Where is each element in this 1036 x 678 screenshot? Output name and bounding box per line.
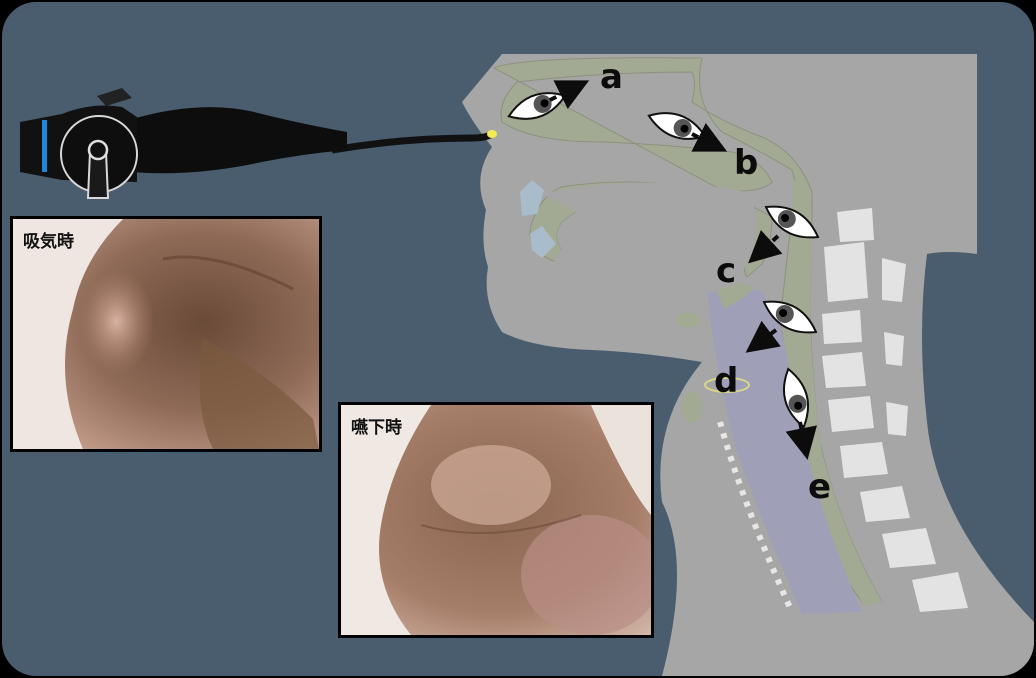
label-a: a <box>600 57 623 97</box>
arrow-a <box>549 80 590 110</box>
epiglottis <box>717 283 754 308</box>
eye-pupil <box>794 401 803 410</box>
arrow-e <box>785 421 817 460</box>
eye-pupil <box>540 99 549 108</box>
endoscopy-photo-swallowing: 嚥下時 <box>338 402 654 638</box>
label-b: b <box>734 143 758 183</box>
vertebra-c2 <box>824 242 868 302</box>
tongue <box>542 182 756 303</box>
endoscope-insertion-tube <box>122 107 347 174</box>
vertebra-c7 <box>860 486 910 522</box>
vertebra-c1 <box>837 208 874 242</box>
endoscope-cable <box>331 130 494 154</box>
trachea <box>707 289 862 614</box>
nasal-turbinate-upper <box>520 180 544 216</box>
cervical-spine <box>822 208 968 612</box>
thyroid-cartilage <box>676 313 700 327</box>
label-e: e <box>808 467 831 507</box>
endoscope <box>20 88 497 199</box>
vertebra-c4 <box>822 352 866 388</box>
cricoid-cartilage <box>682 391 702 423</box>
photo-caption-swallowing: 嚥下時 <box>351 418 402 438</box>
vocal-cord-ring <box>704 377 750 393</box>
label-d: d <box>714 361 738 401</box>
vertebra-t1 <box>882 528 936 568</box>
endoscope-tip-light <box>487 130 497 138</box>
endoscopy-photo-inspiration: 吸気時 <box>10 216 322 452</box>
eye-icon-c <box>764 205 820 239</box>
eye-icon-e <box>782 367 810 429</box>
endoscope-blue-ring <box>42 120 47 172</box>
vertebra-c3 <box>822 310 862 344</box>
arrow-d <box>745 320 781 353</box>
endoscopy-image-swallowing <box>341 405 651 635</box>
eye-pupil <box>680 124 689 133</box>
photo-caption-inspiration: 吸気時 <box>23 232 74 252</box>
arrow-b <box>691 122 728 152</box>
spinous-processes <box>882 258 908 436</box>
endoscope-lever-pivot <box>87 139 109 161</box>
vertebra-c6 <box>840 442 888 478</box>
arrow-c <box>748 229 783 264</box>
endoscope-button <box>97 88 132 106</box>
endoscopy-image-inspiration <box>13 219 319 449</box>
vertebra-c5 <box>828 396 874 432</box>
nasal-turbinate-lower <box>530 226 556 258</box>
vertebra-t2 <box>912 572 968 612</box>
eye-pupil <box>781 214 790 222</box>
label-c: c <box>716 251 736 291</box>
eye-pupil <box>779 309 788 317</box>
eye-icon-d <box>762 300 818 334</box>
